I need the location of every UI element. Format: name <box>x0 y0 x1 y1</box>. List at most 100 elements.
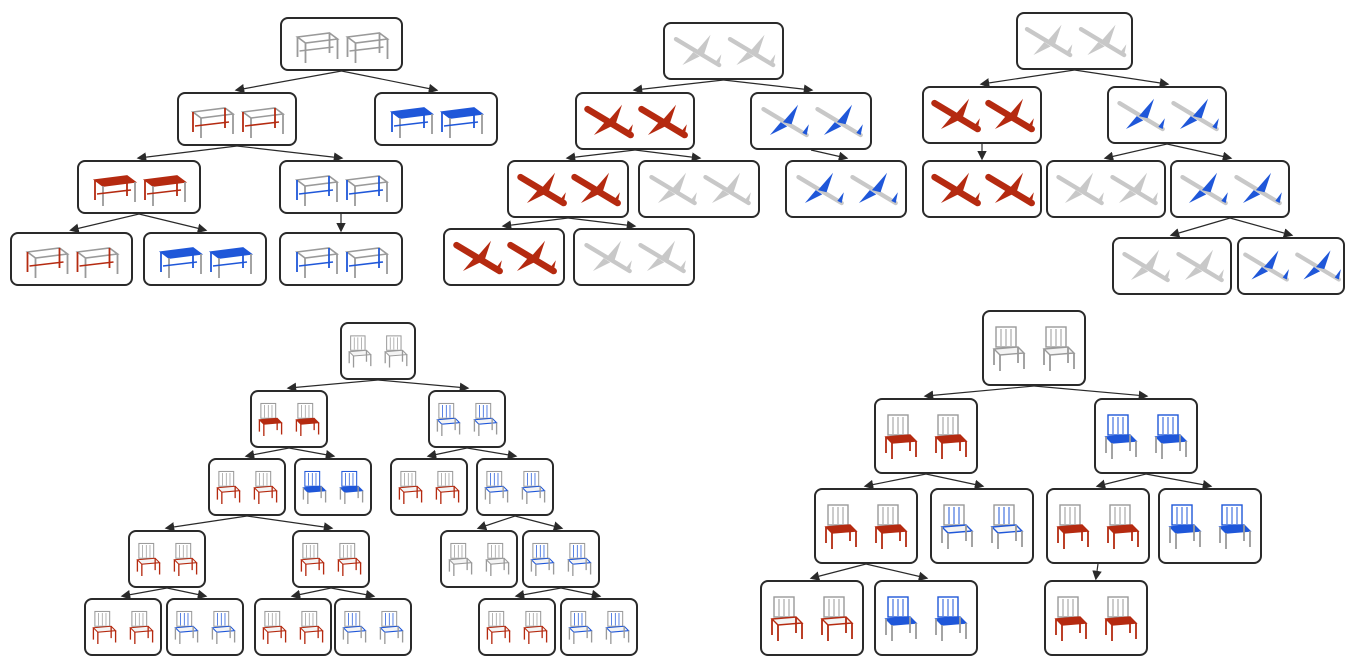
tree-edge <box>810 149 849 162</box>
plane-thumbnail-pair <box>796 172 898 206</box>
tree-edge <box>1095 473 1147 489</box>
chair-thumbnail-pair <box>940 504 1024 549</box>
tree-edge <box>426 447 468 460</box>
airplane-tree-a-node <box>507 160 629 218</box>
tree-edge <box>1033 385 1149 401</box>
tree-edge <box>809 563 867 581</box>
chair-tree-a-node <box>292 530 370 588</box>
airplane-tree-b-node <box>1237 237 1345 295</box>
table-tree-node <box>374 92 498 146</box>
tree-edge <box>923 385 1035 401</box>
tree-edge <box>514 515 564 531</box>
airplane-tree-a-node <box>575 92 695 150</box>
airplane-tree-b-node <box>1112 237 1232 295</box>
chair-thumbnail-pair <box>992 326 1076 371</box>
table-tree-node <box>143 232 267 286</box>
plane-thumbnail-pair <box>931 172 1035 207</box>
table-tree-node <box>177 92 297 146</box>
tree-edge <box>69 213 140 234</box>
tree-edge <box>979 69 1075 88</box>
tree-edge <box>514 587 562 600</box>
chair-tree-b-node <box>1094 398 1198 474</box>
chair-thumbnail-pair <box>1056 504 1140 549</box>
table-tree-node <box>10 232 133 286</box>
table-thumbnail-pair <box>190 107 286 138</box>
chair-tree-b-node <box>1046 488 1150 564</box>
chair-thumbnail-pair <box>262 610 324 645</box>
tree-edge <box>1169 217 1231 238</box>
chair-thumbnail-pair <box>92 610 154 645</box>
tree-edge <box>863 473 927 490</box>
tree-edge <box>377 379 470 393</box>
tree-edge <box>236 145 344 162</box>
airplane-tree-a-node <box>785 160 907 218</box>
chair-thumbnail-pair <box>136 542 198 577</box>
table-thumbnail-pair <box>158 247 254 278</box>
chair-tree-a-node <box>254 598 332 656</box>
chair-thumbnail-pair <box>530 542 592 577</box>
tree-edge <box>1229 217 1294 238</box>
plane-thumbnail-pair <box>1122 249 1224 283</box>
airplane-tree-b-node <box>922 160 1042 218</box>
tree-edge <box>341 70 439 94</box>
tree-edge <box>1092 563 1102 581</box>
tree-edge <box>865 563 929 582</box>
chair-tree-b-node <box>1044 580 1148 656</box>
tree-edge <box>234 70 342 94</box>
airplane-tree-b-node <box>922 86 1042 144</box>
table-thumbnail-pair <box>294 175 390 206</box>
plane-thumbnail-pair <box>649 172 751 206</box>
plane-thumbnail-pair <box>1180 172 1282 206</box>
tree-edge <box>567 217 637 230</box>
table-thumbnail-pair <box>295 32 390 63</box>
chair-thumbnail-pair <box>824 504 908 549</box>
chair-thumbnail-pair <box>258 402 320 437</box>
tree-edge <box>166 587 208 600</box>
table-thumbnail-pair <box>25 247 120 278</box>
chair-tree-a-node <box>478 598 556 656</box>
chair-thumbnail-pair <box>568 610 630 645</box>
chair-thumbnail-pair <box>1104 414 1188 459</box>
tree-edge <box>632 79 724 94</box>
chair-tree-a-node <box>208 458 286 516</box>
table-tree-node <box>280 17 403 71</box>
plane-thumbnail-pair <box>517 172 621 207</box>
chair-thumbnail-pair <box>302 470 364 505</box>
chair-tree-b-node <box>1158 488 1262 564</box>
tree-edge <box>501 217 569 230</box>
table-tree-node <box>279 160 403 214</box>
chair-thumbnail-pair <box>1168 504 1252 549</box>
airplane-tree-a-node <box>573 228 695 286</box>
airplane-tree-a-node <box>638 160 760 218</box>
chair-tree-a-node <box>294 458 372 516</box>
tree-edge <box>1145 473 1213 490</box>
plane-thumbnail-pair <box>1056 172 1158 206</box>
chair-tree-a-node <box>128 530 206 588</box>
tree-edge <box>723 79 814 94</box>
airplane-tree-b-node <box>1046 160 1166 218</box>
chair-tree-a-node <box>476 458 554 516</box>
tree-edge <box>1166 143 1233 162</box>
chair-tree-a-node <box>84 598 162 656</box>
airplane-tree-b-node <box>1107 86 1227 144</box>
chair-tree-a-node <box>428 390 506 448</box>
chair-tree-b-node <box>814 488 918 564</box>
tree-edge <box>634 149 702 162</box>
tree-edge <box>330 587 376 600</box>
chair-tree-b-node <box>874 398 978 474</box>
table-thumbnail-pair <box>294 247 390 278</box>
chair-thumbnail-pair <box>342 610 404 645</box>
chair-thumbnail-pair <box>398 470 460 505</box>
tree-edge <box>1103 143 1168 162</box>
chair-thumbnail-pair <box>486 610 548 645</box>
chair-tree-b-node <box>930 488 1034 564</box>
chair-thumbnail-pair <box>348 335 408 368</box>
tree-edge <box>138 213 208 233</box>
plane-thumbnail-pair <box>673 34 776 68</box>
airplane-tree-a-node <box>663 22 784 80</box>
chair-thumbnail-pair <box>884 596 968 641</box>
chair-tree-a-node <box>390 458 468 516</box>
chair-thumbnail-pair <box>484 470 546 505</box>
tree-edge <box>120 587 168 600</box>
